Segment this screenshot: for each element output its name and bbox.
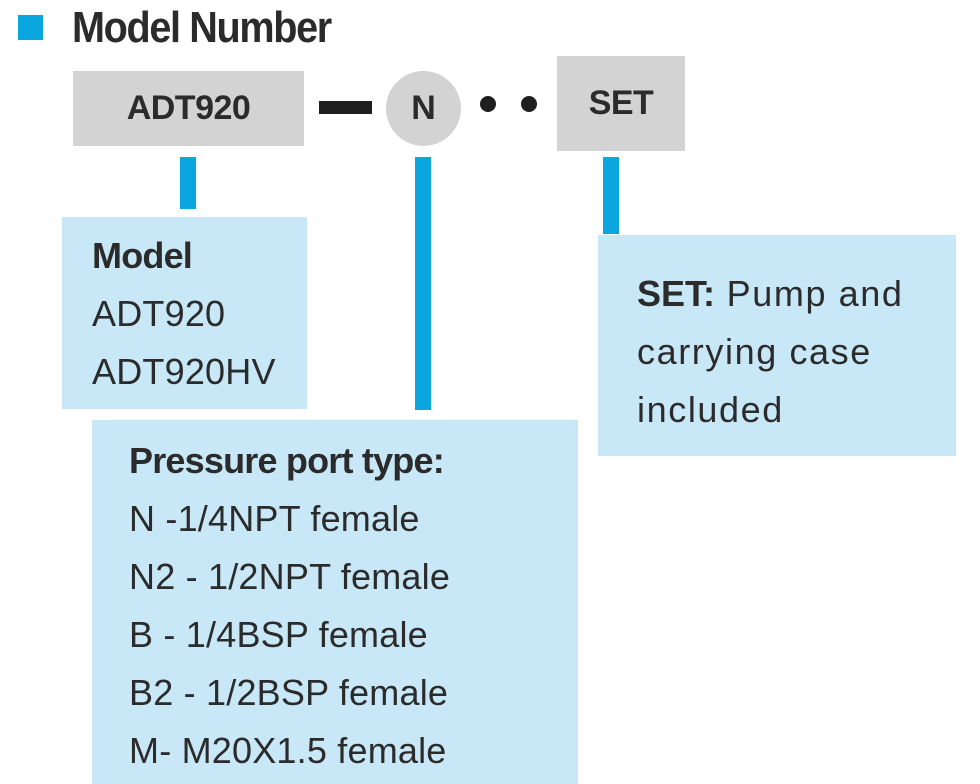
port-option: N2 - 1/2NPT female (129, 556, 451, 597)
set-info-box: SET: Pump and carrying case included (598, 235, 956, 456)
page-title: Model Number (72, 3, 332, 52)
port-option: M- M20X1.5 female (129, 730, 447, 771)
port-option: B - 1/4BSP female (129, 614, 428, 655)
code-set-box: SET (557, 56, 685, 151)
model-box-title: Model (92, 235, 193, 276)
code-set-label: SET (588, 84, 654, 122)
set-description-text: Pump and carrying case included (637, 273, 904, 430)
code-port-label: N (411, 89, 436, 127)
code-dash-separator (319, 101, 372, 114)
model-info-box: Model ADT920 ADT920HV (62, 217, 307, 409)
code-model-box: ADT920 (73, 71, 304, 146)
code-port-circle: N (386, 71, 461, 146)
connector-port (415, 157, 431, 410)
code-dot-separator (521, 96, 537, 112)
port-option: N -1/4NPT female (129, 498, 420, 539)
heading-bullet-square (18, 15, 43, 40)
set-key-label: SET: (637, 273, 716, 314)
model-option: ADT920HV (92, 351, 276, 392)
code-dot-separator (480, 96, 496, 112)
port-option: B2 - 1/2BSP female (129, 672, 449, 713)
model-option: ADT920 (92, 293, 226, 334)
port-info-box: Pressure port type: N -1/4NPT female N2 … (92, 420, 578, 784)
connector-set (603, 157, 619, 234)
set-description: SET: Pump and carrying case included (637, 265, 927, 439)
port-box-title: Pressure port type: (129, 440, 445, 481)
connector-model (180, 157, 196, 209)
code-model-label: ADT920 (126, 89, 251, 127)
